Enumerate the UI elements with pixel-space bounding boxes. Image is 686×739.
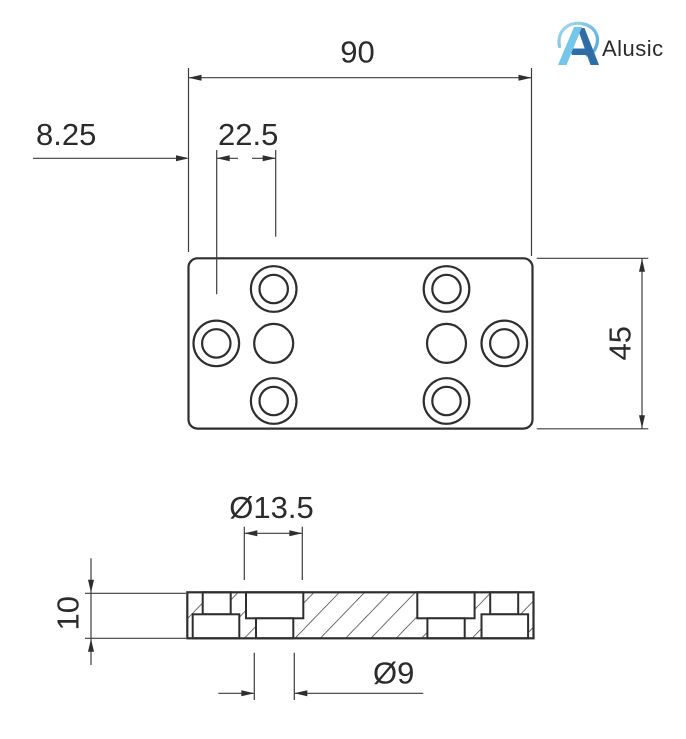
arrowhead xyxy=(241,690,255,697)
counterbore-hole-right-middle xyxy=(480,319,529,368)
logo-brand-text: Alusic xyxy=(602,36,664,61)
arrowhead xyxy=(216,155,230,162)
counterbore-hole-top-right xyxy=(422,265,471,313)
arrowhead xyxy=(262,155,276,162)
section-hole-left-through xyxy=(201,591,232,616)
arrowhead xyxy=(639,258,645,272)
arrowhead xyxy=(518,74,532,81)
arrowhead xyxy=(244,530,258,537)
dimension-counterbore-diameter: Ø13.5 xyxy=(229,490,314,580)
arrowhead xyxy=(289,530,303,537)
arrowhead xyxy=(88,638,94,652)
counterbore-hole-bottom-right xyxy=(422,377,471,425)
dimension-value-width: 90 xyxy=(340,35,374,70)
logo-a-left-stroke xyxy=(558,27,582,65)
arrowhead xyxy=(639,415,645,429)
section-hole-centerleft-counterbore xyxy=(245,591,305,620)
dimension-edge-to-hole-column: 22.5 xyxy=(216,117,278,237)
section-hole-right-counterbore xyxy=(480,613,530,640)
plate-outline xyxy=(187,257,534,430)
arrowhead xyxy=(88,579,94,593)
dimension-value-edge-offset: 8.25 xyxy=(36,117,96,152)
logo-a-crossbar xyxy=(569,48,589,55)
dimension-value-counterbore: Ø13.5 xyxy=(229,490,313,525)
dimension-value-thickness: 10 xyxy=(51,596,86,630)
arrowhead xyxy=(176,155,189,162)
section-view xyxy=(186,591,535,640)
arrowhead xyxy=(294,690,308,697)
dimension-through-hole-diameter: Ø9 xyxy=(218,652,424,700)
logo-a-right-stroke xyxy=(577,28,599,65)
alusic-logo: Alusic xyxy=(557,21,664,65)
section-hole-right-through xyxy=(489,591,520,616)
section-hole-left-counterbore xyxy=(191,613,241,640)
section-hole-centerright-through xyxy=(426,617,466,640)
section-outline xyxy=(186,591,535,640)
plain-hole-center-right xyxy=(425,322,468,364)
plain-hole-center-left xyxy=(253,322,295,364)
dimension-plate-width: 90 xyxy=(187,35,533,256)
dimension-value-hole-column: 22.5 xyxy=(218,117,278,152)
dimension-value-height: 45 xyxy=(603,326,638,360)
counterbore-hole-bottom-left xyxy=(249,377,298,425)
section-hole-centerleft-through xyxy=(255,617,295,640)
counterbore-hole-left-middle xyxy=(192,319,241,368)
dimension-edge-to-side-hole: 8.25 xyxy=(33,117,218,295)
top-view xyxy=(187,257,534,430)
counterbore-hole-top-left xyxy=(249,265,298,313)
section-hole-centerright-counterbore xyxy=(416,591,476,620)
dimension-plate-thickness: 10 xyxy=(51,558,186,665)
dimension-plate-height: 45 xyxy=(536,257,649,430)
dimension-value-through-hole: Ø9 xyxy=(373,655,414,690)
arrowhead xyxy=(188,74,202,81)
